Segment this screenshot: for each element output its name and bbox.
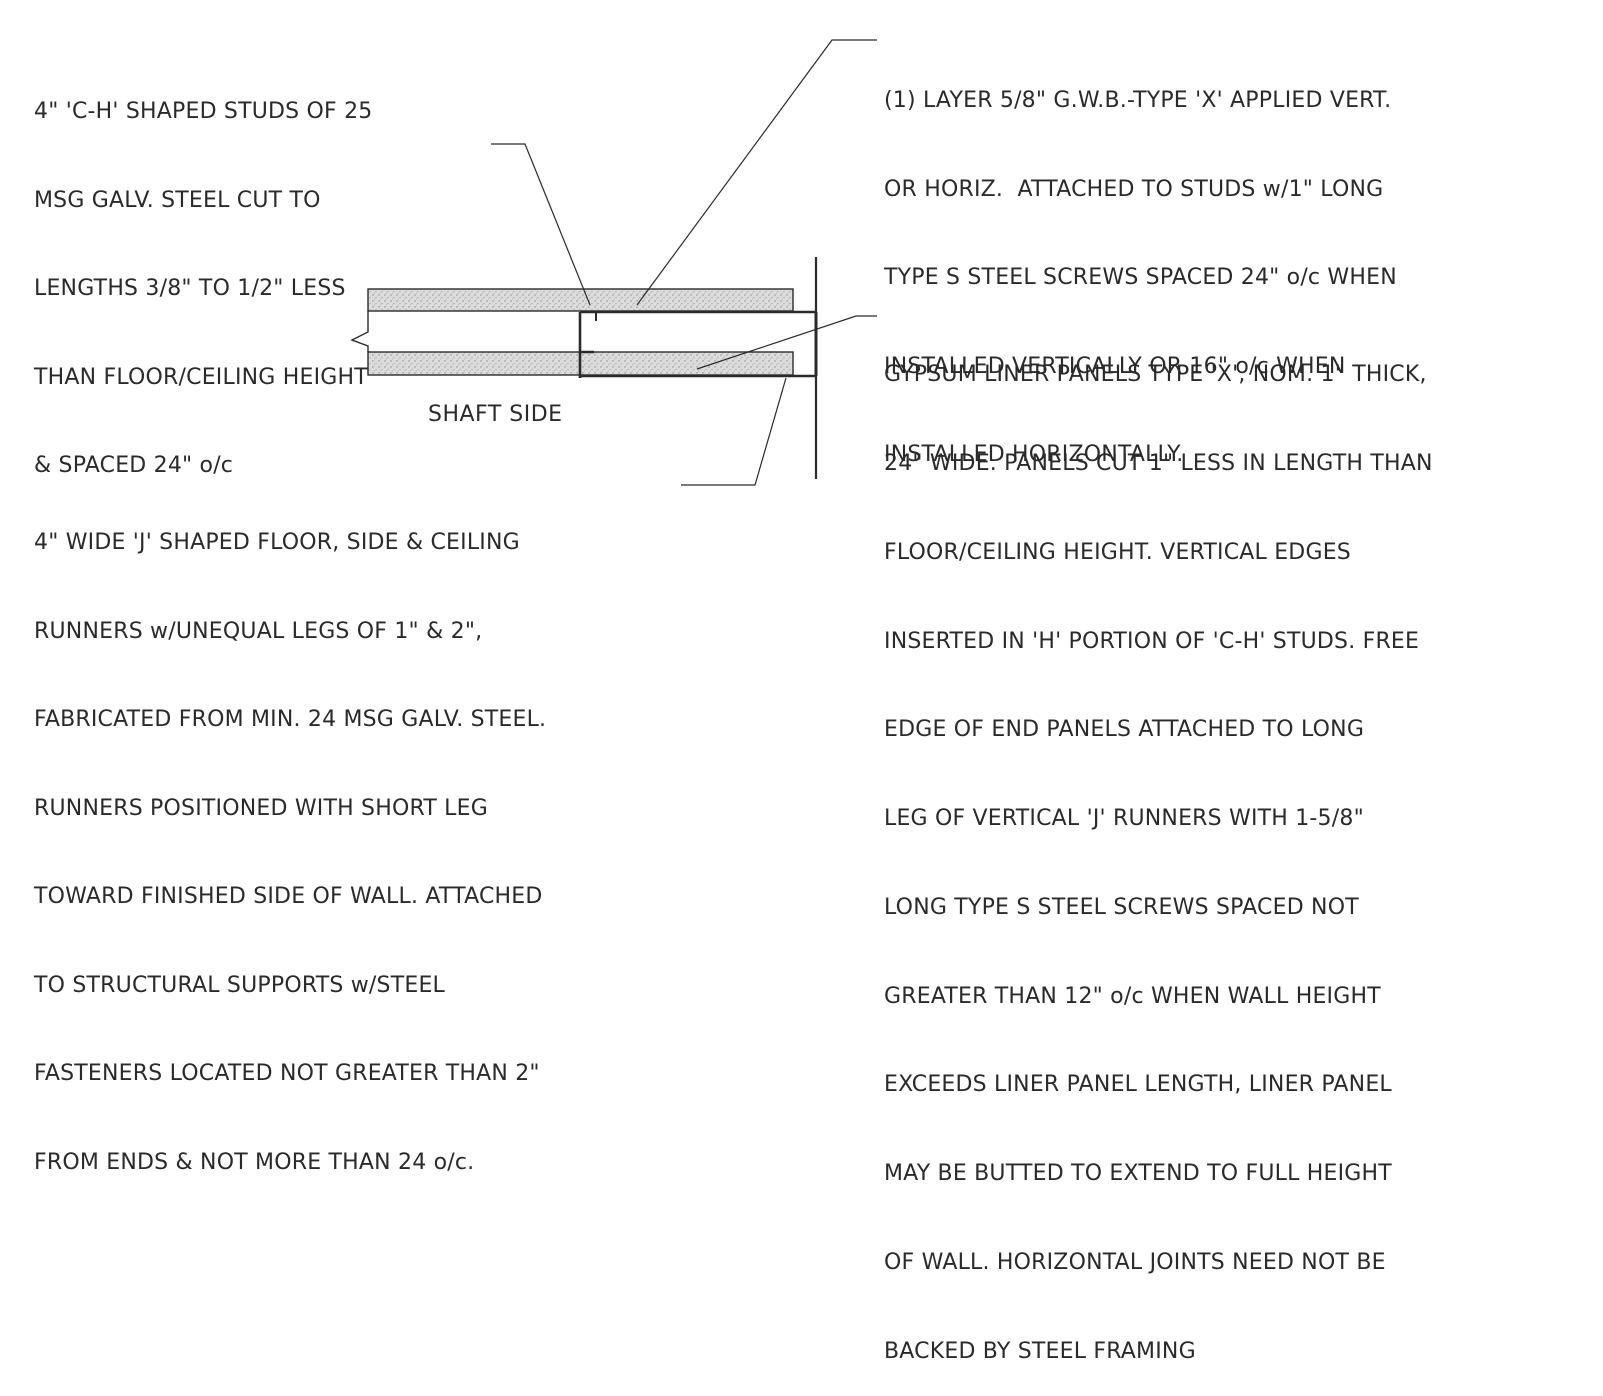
note-line: RUNNERS w/UNEQUAL LEGS OF 1" & 2", [34,618,483,644]
note-runners: 4" WIDE 'J' SHAPED FLOOR, SIDE & CEILING… [34,469,546,1207]
note-line: 24" WIDE. PANELS CUT 1" LESS IN LENGTH T… [884,450,1433,476]
note-line: OF WALL. HORIZONTAL JOINTS NEED NOT BE [884,1250,1386,1275]
note-line: TOWARD FINISHED SIDE OF WALL. ATTACHED [34,884,543,909]
note-line: 4" 'C-H' SHAPED STUDS OF 25 [34,99,373,124]
note-line: TO STRUCTURAL SUPPORTS w/STEEL [34,972,446,998]
note-line: THAN FLOOR/CEILING HEIGHT [34,364,368,390]
note-line: RUNNERS POSITIONED WITH SHORT LEG [34,795,488,821]
note-line: INSTALLED HORIZONTALLY. [884,442,1184,467]
ch-stud [578,310,816,378]
note-line: INSTALLED VERTICALLY OR 16" o/c WHEN [884,353,1346,379]
note-studs: 4" 'C-H' SHAPED STUDS OF 25 MSG GALV. ST… [34,38,372,510]
note-line: 4" WIDE 'J' SHAPED FLOOR, SIDE & CEILING [34,530,520,555]
wall-section-drawing [350,39,877,486]
note-line: TYPE S STEEL SCREWS SPACED 24" o/c WHEN [884,265,1397,290]
break-line [350,311,369,352]
note-line: & SPACED 24" o/c [34,453,234,478]
leader-liner [696,315,877,370]
note-line: (1) LAYER 5/8" G.W.B.-TYPE 'X' APPLIED V… [884,88,1392,113]
note-line: OR HORIZ. ATTACHED TO STUDS w/1" LONG [884,176,1384,202]
gwb-layer [367,288,794,312]
note-line: GYPSUM LINER PANELS TYPE 'X', NOM. 1" TH… [884,362,1427,388]
note-line: FASTENERS LOCATED NOT GREATER THAN 2" [34,1061,540,1086]
note-line: LEG OF VERTICAL 'J' RUNNERS WITH 1-5/8" [884,806,1364,832]
note-line: MAY BE BUTTED TO EXTEND TO FULL HEIGHT [884,1161,1392,1187]
note-gwb: (1) LAYER 5/8" G.W.B.-TYPE 'X' APPLIED V… [884,27,1397,499]
note-line: MSG GALV. STEEL CUT TO [34,187,321,213]
note-liner: GYPSUM LINER PANELS TYPE 'X', NOM. 1" TH… [884,301,1433,1396]
note-line: INSERTED IN 'H' PORTION OF 'C-H' STUDS. … [884,628,1420,654]
shaft-side-label: SHAFT SIDE [428,402,563,427]
leader-runners [681,377,787,486]
note-line: GREATER THAN 12" o/c WHEN WALL HEIGHT [884,983,1381,1009]
leader-studs [491,143,591,306]
note-line: FLOOR/CEILING HEIGHT. VERTICAL EDGES [884,539,1351,565]
note-line: LENGTHS 3/8" TO 1/2" LESS [34,276,346,301]
note-line: LONG TYPE S STEEL SCREWS SPACED NOT [884,894,1359,920]
note-line: EXCEEDS LINER PANEL LENGTH, LINER PANEL [884,1072,1392,1098]
note-line: FROM ENDS & NOT MORE THAN 24 o/c. [34,1149,475,1175]
note-line: BACKED BY STEEL FRAMING [884,1338,1196,1364]
leader-gwb [636,39,877,306]
